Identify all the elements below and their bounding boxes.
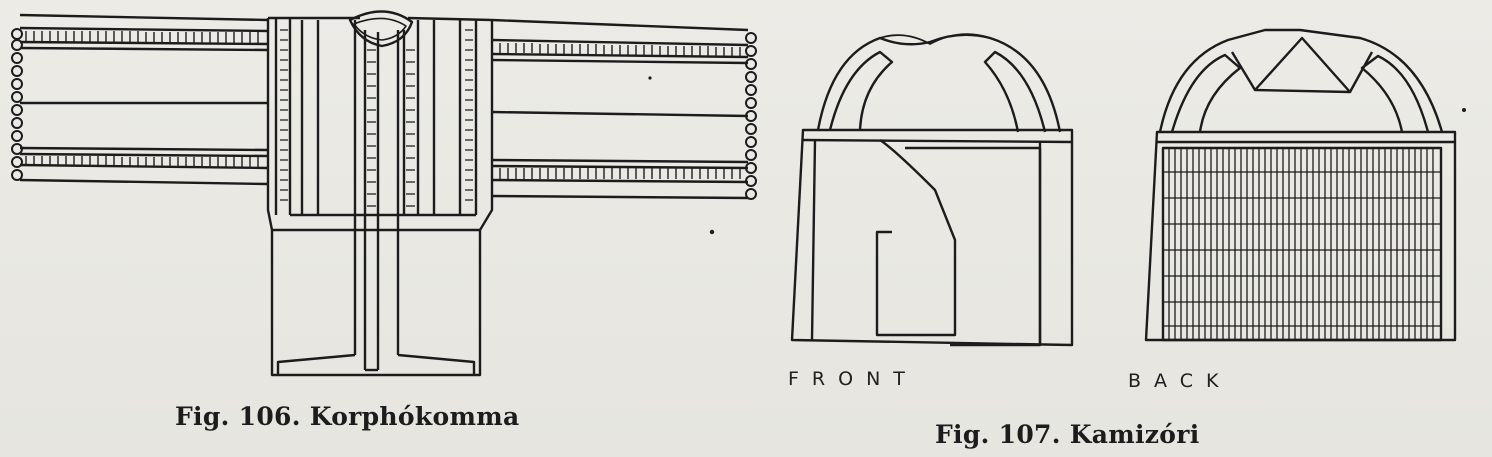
left-sleeve-trim-band-top [25, 31, 259, 43]
body-side-trim [280, 29, 473, 207]
back-pleats [1163, 148, 1441, 340]
right-sleeve-scallops [745, 32, 757, 200]
back-label: BACK [1128, 370, 1232, 392]
right-sleeve-trim-band-top [499, 43, 741, 57]
collar-scallop [348, 10, 414, 48]
figure-106-caption: Fig. 106. Korphókomma [175, 402, 520, 431]
jacket-body [266, 10, 494, 377]
kamizori-front-drawing [790, 33, 1074, 347]
left-sleeve-trim-band-bottom [25, 156, 259, 167]
pleated-panel [1161, 146, 1443, 342]
print-specks [648, 76, 1466, 235]
kamizori-back-drawing [1144, 28, 1457, 342]
left-sleeve-scallops [11, 28, 23, 181]
right-sleeve-trim-band-bottom [499, 168, 741, 179]
figure-107-caption: Fig. 107. Kamizóri [935, 420, 1200, 449]
korphokomma-jacket-drawing [11, 10, 757, 377]
front-label: FRONT [788, 368, 918, 390]
left-sleeve [11, 13, 269, 186]
right-sleeve [491, 18, 757, 200]
